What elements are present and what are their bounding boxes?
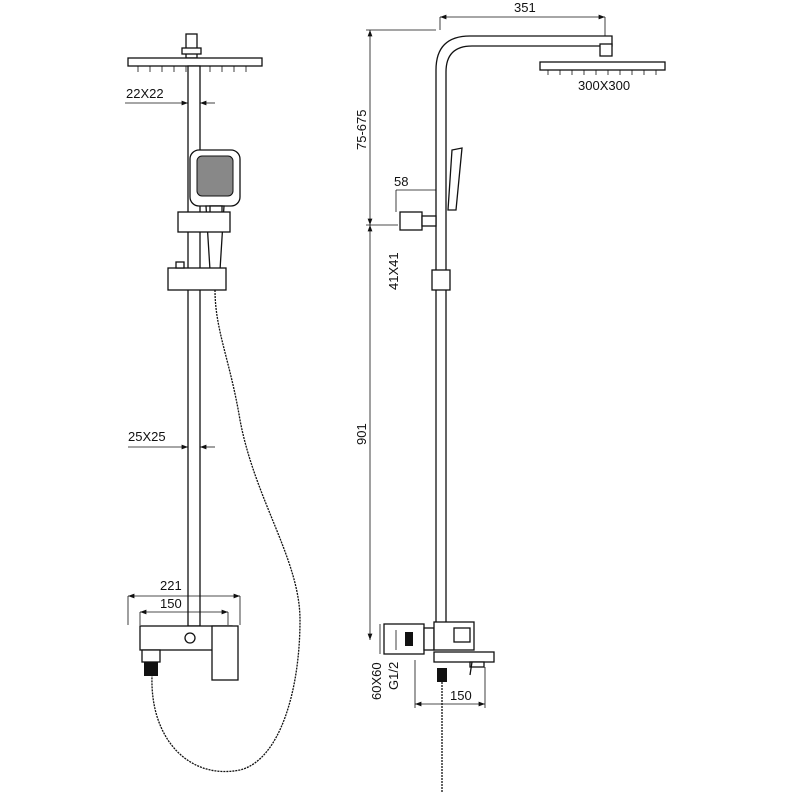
mixer-plate-size-label: 60X60 xyxy=(369,662,384,700)
pipe-bottom-size-label: 25X25 xyxy=(128,429,166,444)
shower-hose xyxy=(151,289,301,773)
arm-reach-label: 351 xyxy=(514,0,536,15)
shower-arm xyxy=(435,35,613,631)
wall-bracket xyxy=(399,211,423,231)
mixer-center-distance-label: 150 xyxy=(160,596,182,611)
pipe-height-label: 901 xyxy=(354,423,369,445)
front-view: 22X22 25X25 221 150 xyxy=(125,33,301,773)
thread-size-label: G1/2 xyxy=(386,662,401,690)
rain-shower-head-side xyxy=(539,61,666,71)
hand-shower-side xyxy=(447,147,463,211)
side-view: 351 300X300 75-675 58 41X41 901 60X60 G xyxy=(354,0,666,792)
hand-shower xyxy=(167,149,241,291)
mixer-valve-side xyxy=(383,621,495,682)
pipe-top-size-label: 22X22 xyxy=(126,86,164,101)
slider xyxy=(431,269,451,291)
bracket-offset-label: 58 xyxy=(394,174,408,189)
mixer-width-label: 221 xyxy=(160,578,182,593)
head-size-label: 300X300 xyxy=(578,78,630,93)
spout-length-label: 150 xyxy=(450,688,472,703)
rain-shower-head xyxy=(127,33,263,72)
bracket-size-label: 41X41 xyxy=(386,252,401,290)
height-range-label: 75-675 xyxy=(354,110,369,150)
mixer-valve xyxy=(139,625,239,681)
